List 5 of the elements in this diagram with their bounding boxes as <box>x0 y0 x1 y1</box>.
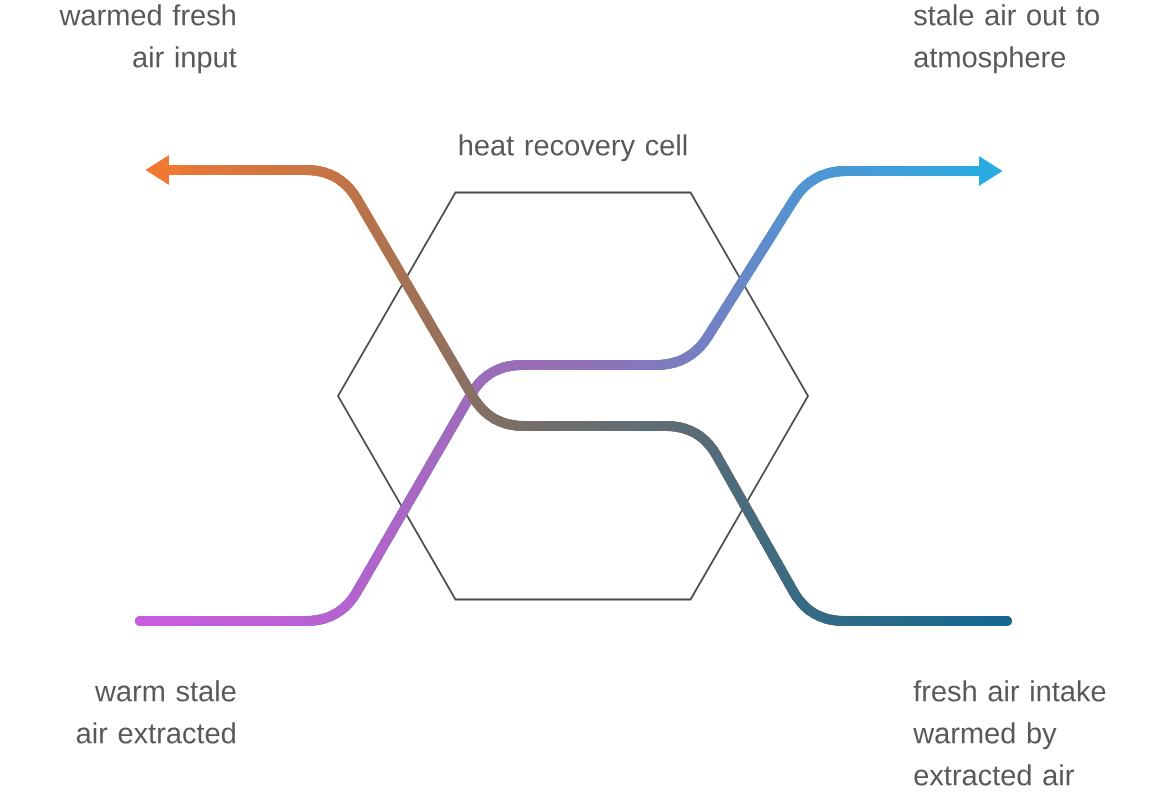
flow-label: warm stale air extracted <box>76 680 236 744</box>
flow-label: warmed fresh air input <box>59 4 237 74</box>
hexagon-label: heat recovery cell <box>459 134 687 162</box>
flow-label: fresh air intake warmed by extracted air <box>913 680 1106 786</box>
flow-label: stale air out to atmosphere <box>914 4 1099 74</box>
